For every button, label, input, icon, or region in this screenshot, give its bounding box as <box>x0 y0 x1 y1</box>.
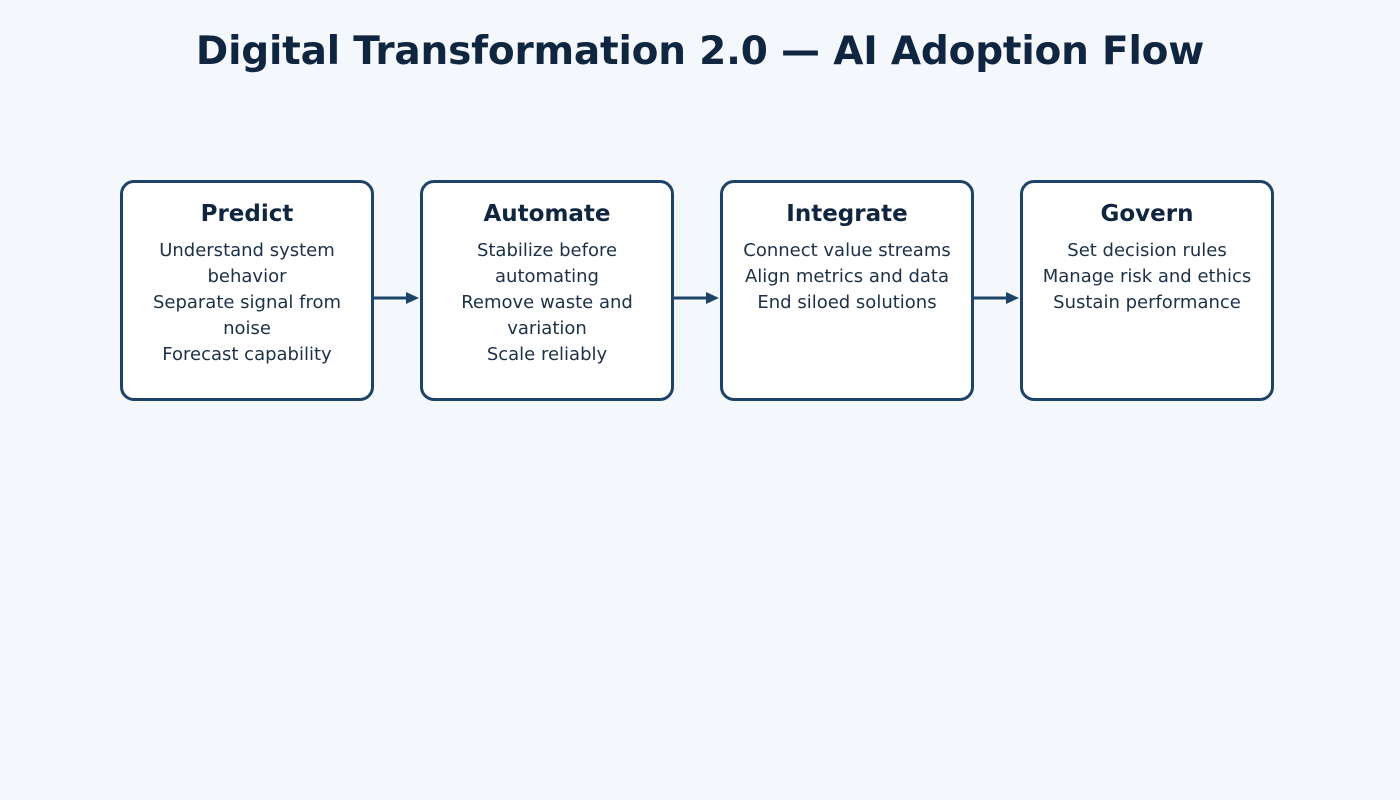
flow-node-detail: Align metrics and data <box>744 266 950 287</box>
arrow-right-icon <box>974 291 1020 305</box>
flow-node-detail: End siloed solutions <box>757 292 937 313</box>
flow-node-detail: Stabilize before automating <box>476 240 618 287</box>
flow-node-title: Automate <box>483 201 611 227</box>
flow-node-detail-list: Stabilize before automating Remove waste… <box>423 228 671 368</box>
flow-node-title: Predict <box>200 201 294 227</box>
flow-node-detail: Understand system behavior <box>159 240 335 287</box>
flow-node-detail: Remove waste and variation <box>461 292 633 339</box>
flow-node-detail: Forecast capability <box>162 344 332 365</box>
flow-node-detail: Set decision rules <box>1067 240 1227 261</box>
flow-node-detail: Connect value streams <box>743 240 951 261</box>
flow-node-title: Integrate <box>786 201 908 227</box>
flow-node-detail: Manage risk and ethics <box>1042 266 1252 287</box>
flow-node-govern[interactable]: Govern Set decision rules Manage risk an… <box>1020 180 1274 401</box>
flow-node-automate[interactable]: Automate Stabilize before automating Rem… <box>420 180 674 401</box>
flow-node-detail: Scale reliably <box>486 344 608 365</box>
arrow-right-icon <box>374 291 420 305</box>
arrow-right-icon <box>674 291 720 305</box>
flow-node-title: Govern <box>1100 201 1194 227</box>
flow-node-detail-list: Connect value streams Align metrics and … <box>723 228 971 316</box>
flow-node-detail-list: Understand system behavior Separate sign… <box>123 228 371 368</box>
flow-node-detail: Separate signal from noise <box>152 292 342 339</box>
flow-diagram: Predict Understand system behavior Separ… <box>120 180 1280 407</box>
flow-node-detail-list: Set decision rules Manage risk and ethic… <box>1023 228 1271 316</box>
flow-node-detail: Sustain performance <box>1053 292 1241 313</box>
flow-node-integrate[interactable]: Integrate Connect value streams Align me… <box>720 180 974 401</box>
page-title: Digital Transformation 2.0 — AI Adoption… <box>195 29 1205 74</box>
flow-node-predict[interactable]: Predict Understand system behavior Separ… <box>120 180 374 401</box>
